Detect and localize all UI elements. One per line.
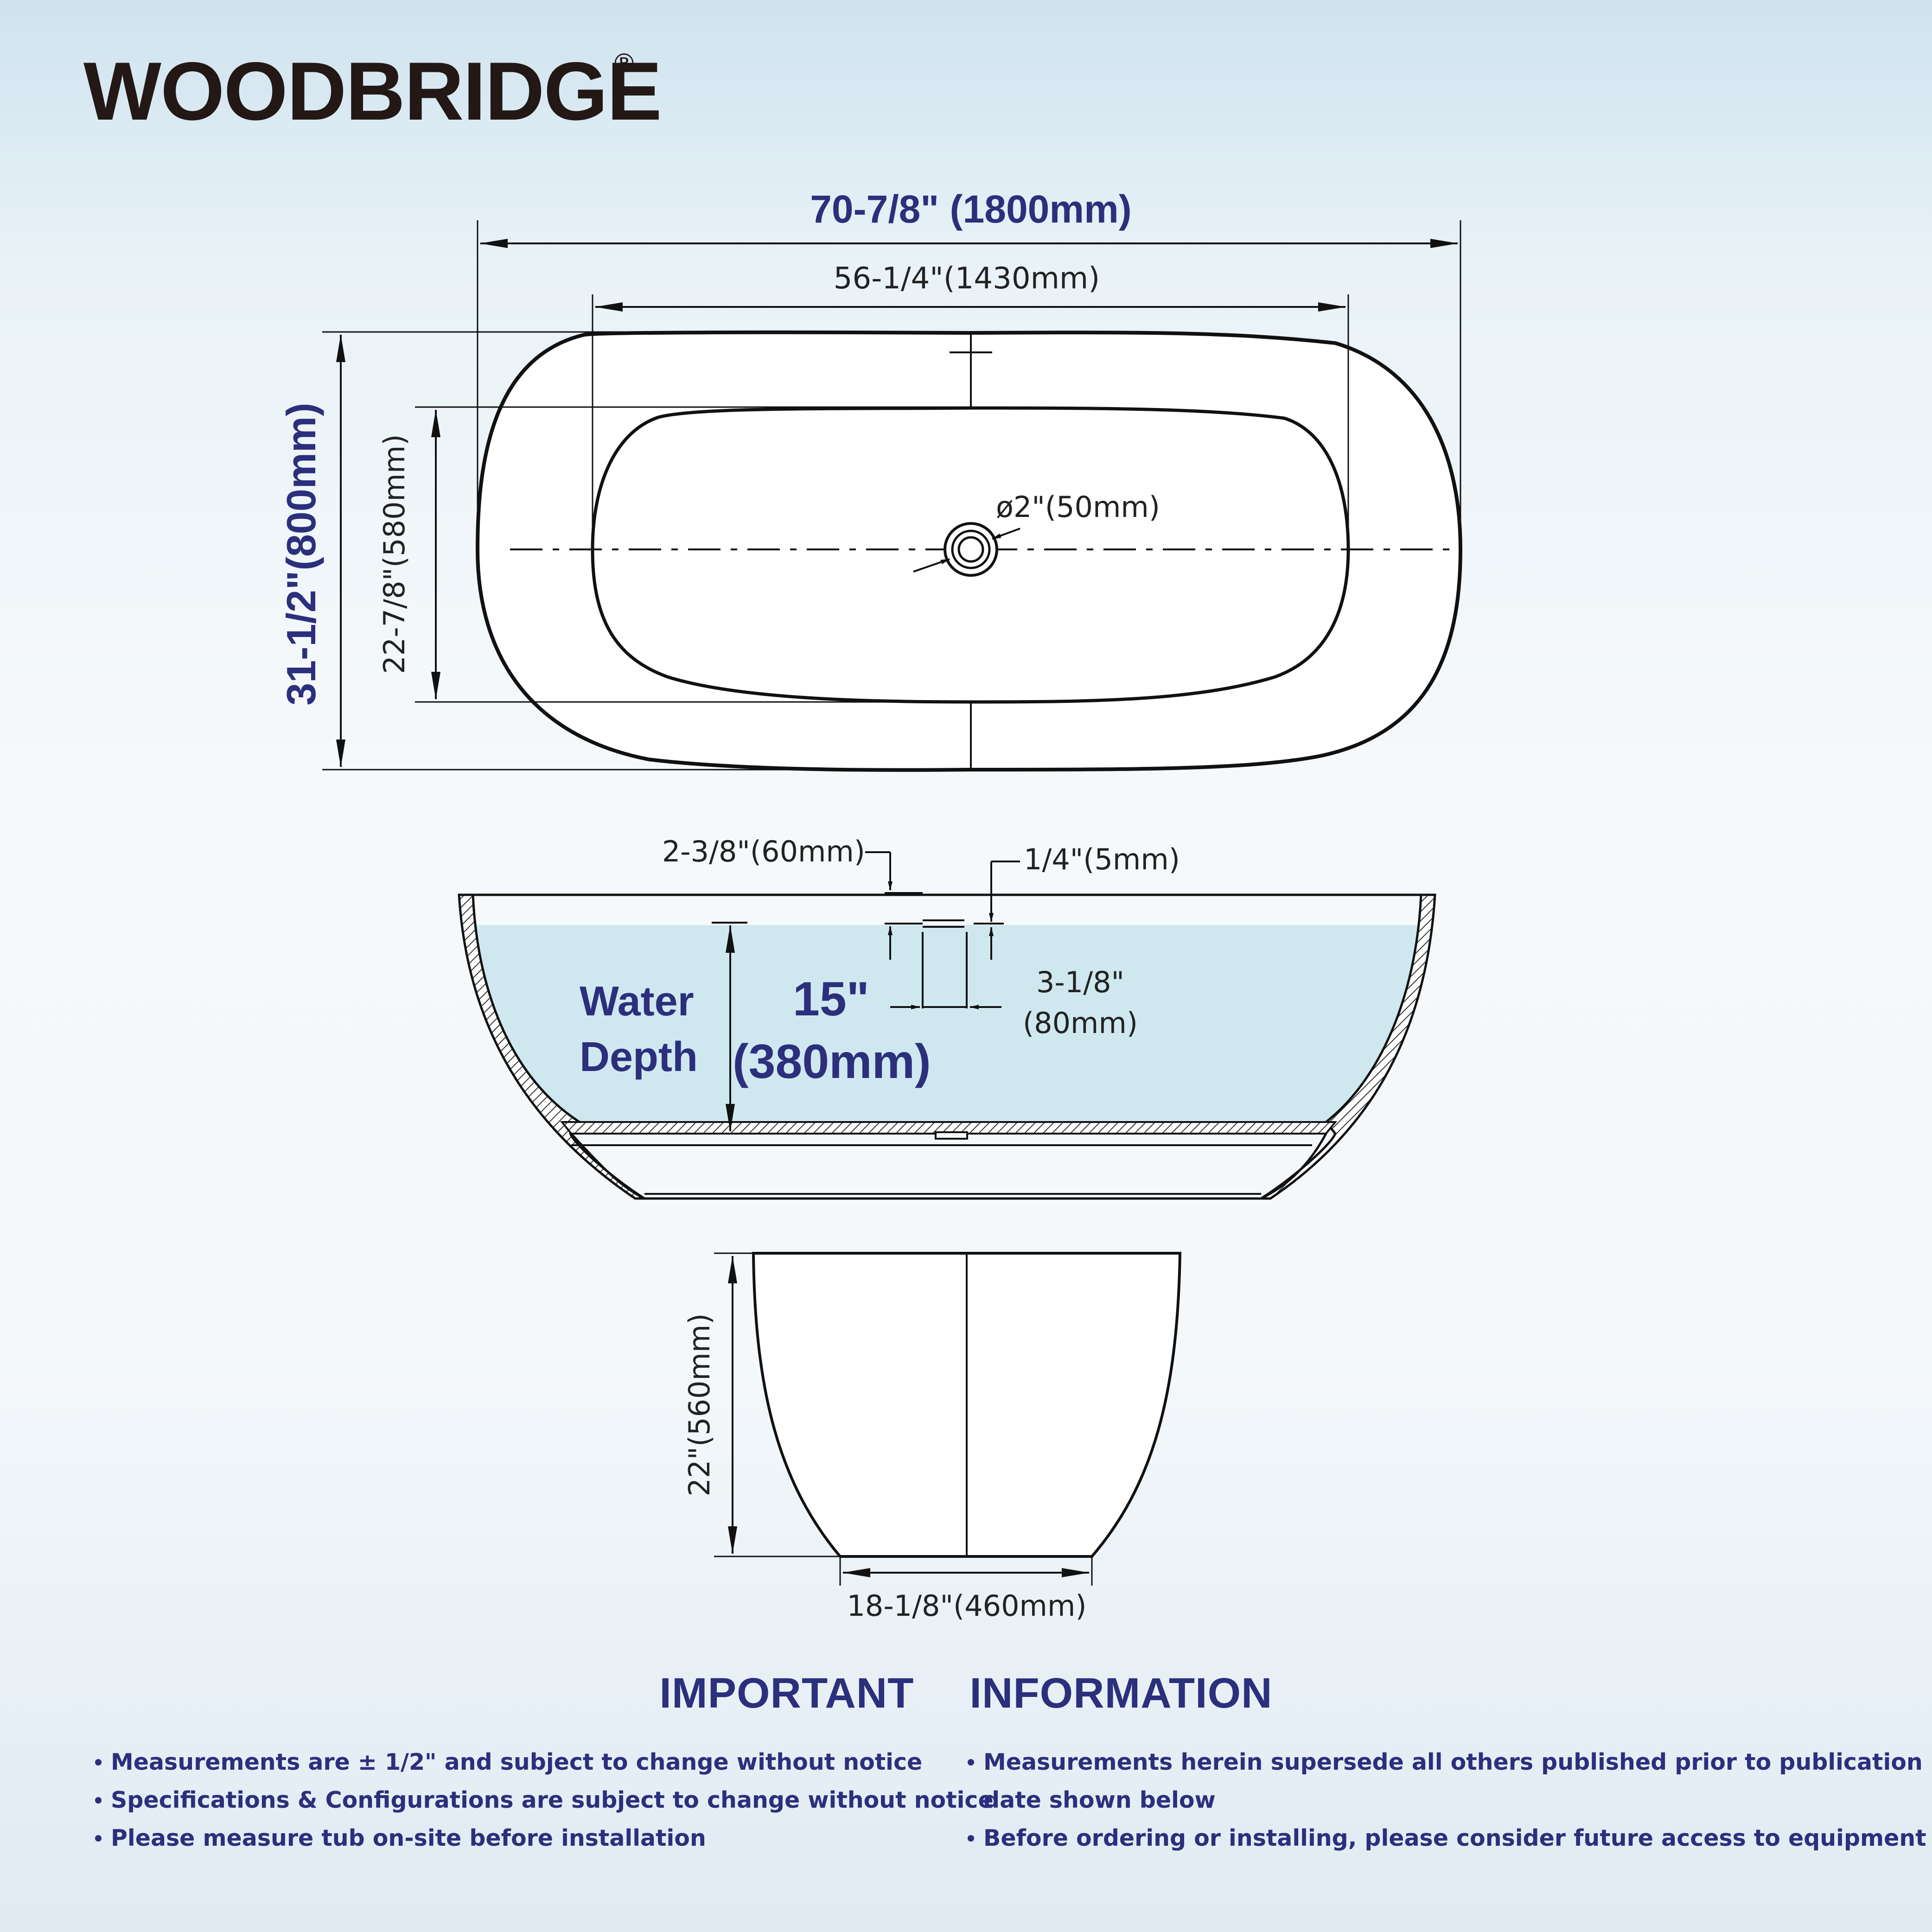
drain-diameter-label: ø2"(50mm) [996,490,1160,524]
important-information-title: IMPORTANT INFORMATION [0,1669,1932,1718]
water-depth-metric: (380mm) [733,1035,931,1089]
note-item-continuation: date shown below [983,1787,1216,1813]
note-item: Measurements herein supersede all others… [968,1743,1926,1781]
water-depth-label-line1: Water [580,978,694,1025]
base-view: 22"(560mm) 18-1/8"(460mm) [682,1252,1182,1623]
title-word-information: INFORMATION [969,1670,1273,1717]
inner-width-label: 22-7/8"(580mm) [377,434,411,674]
top-view: 70-7/8" (1800mm) 56-1/4"(1430mm) 31-1/2"… [278,187,1463,772]
drain-width-line1: 3-1/8" [1036,965,1124,999]
water-fill [474,925,1424,1122]
inner-length-label: 56-1/4"(1430mm) [834,261,1100,296]
brand-logo: WOODBRIDGE [83,45,662,137]
registered-mark: ® [611,49,637,79]
note-item: Measurements are ± 1/2" and subject to c… [95,1743,994,1781]
drain-icon [944,522,998,577]
drain-slot [935,1131,968,1140]
overall-width-label: 31-1/2"(800mm) [278,402,324,705]
note-item: Please measure tub on-site before instal… [95,1819,994,1857]
note-item: Before ordering or installing, please co… [968,1819,1926,1857]
pedestal-height-label: 22"(560mm) [682,1314,716,1497]
pedestal-width-label: 18-1/8"(460mm) [847,1589,1086,1623]
water-depth-label-line2: Depth [580,1034,698,1080]
rim-thickness-label: 2-3/8"(60mm) [662,835,865,868]
title-word-important: IMPORTANT [659,1670,914,1717]
side-section-view: 2-3/8"(60mm) 1/4"(5mm) Water Depth 15" (… [458,835,1436,1200]
drain-width-line2: (80mm) [1023,1006,1138,1040]
note-item: Specifications & Configurations are subj… [95,1781,994,1819]
water-depth-value: 15" [793,972,869,1026]
notes-left: Measurements are ± 1/2" and subject to c… [95,1743,994,1857]
overall-length-label: 70-7/8" (1800mm) [810,187,1132,231]
notes-right: Measurements herein supersede all others… [968,1743,1926,1857]
drain-thickness-label: 1/4"(5mm) [1024,842,1180,876]
